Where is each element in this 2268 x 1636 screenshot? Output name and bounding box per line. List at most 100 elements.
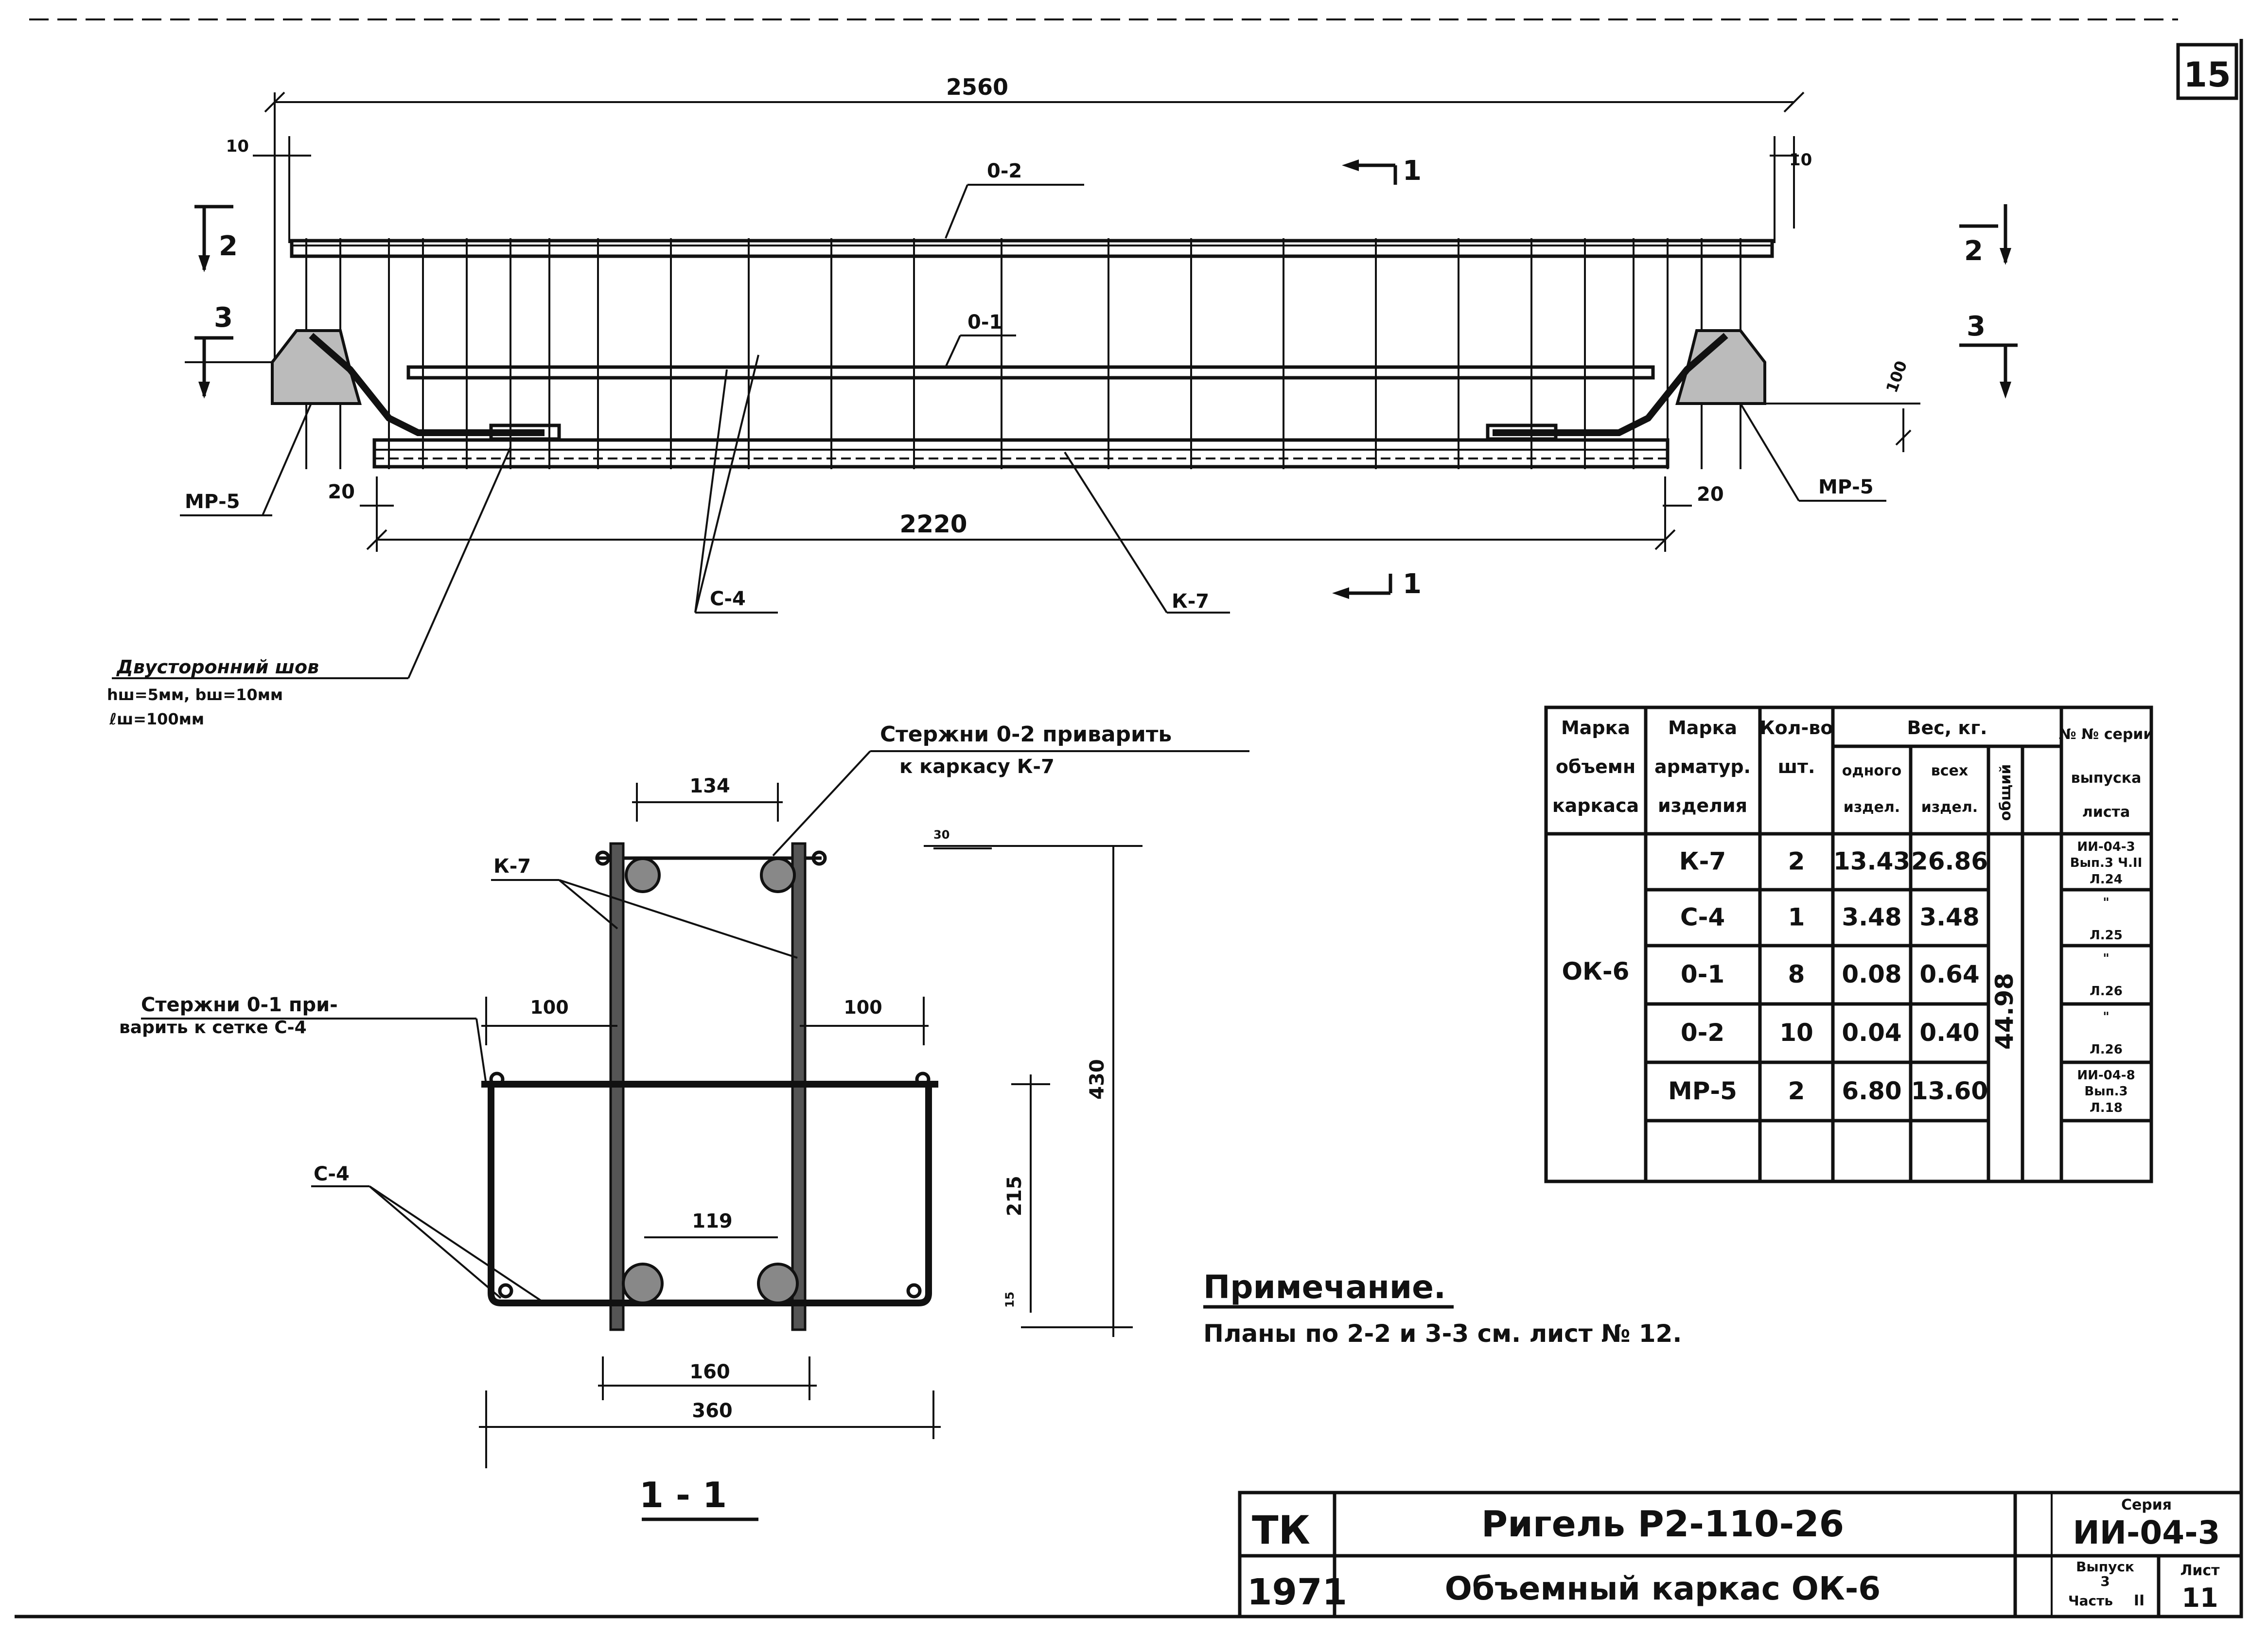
drawing-note: Примечание. Планы по 2-2 и 3-3 см. лист … bbox=[1203, 1268, 1682, 1348]
svg-text:3: 3 bbox=[1967, 311, 1986, 342]
cell-qty: 10 bbox=[1779, 1019, 1813, 1047]
series-value: ИИ-04-3 bbox=[2073, 1514, 2220, 1551]
section-marker-2-right: 2 bbox=[1959, 204, 2011, 267]
cell-total-weight: 44.98 bbox=[1990, 973, 2019, 1050]
section-label-k7: К-7 bbox=[493, 855, 531, 878]
cell-weight-all: 26.86 bbox=[1911, 847, 1988, 876]
th-weight-one-1: одного bbox=[1842, 762, 1901, 779]
th-weight-total: общий bbox=[1997, 764, 2014, 821]
cell-rebar-mark: С-4 bbox=[1680, 903, 1725, 932]
svg-text:1: 1 bbox=[1403, 155, 1422, 187]
label-mp5-left: МР-5 bbox=[185, 491, 240, 513]
rebar-bottom-left bbox=[622, 1263, 664, 1304]
th-reference-1: № № серии bbox=[2059, 726, 2154, 743]
cell-weight-all: 3.48 bbox=[1919, 903, 1979, 932]
cell-weight-one: 0.04 bbox=[1842, 1019, 1901, 1047]
cell-qty: 2 bbox=[1788, 1077, 1805, 1105]
th-rebar-mark-2: арматур. bbox=[1654, 756, 1751, 777]
cell-reference: " bbox=[2103, 896, 2110, 910]
cell-reference: ИИ-04-3 bbox=[2077, 840, 2135, 854]
cell-reference: Л.25 bbox=[2090, 928, 2123, 943]
rebar-top-right bbox=[760, 857, 796, 893]
sheet-frame: 15 bbox=[15, 18, 2243, 1618]
cell-reference: Вып.3 Ч.II bbox=[2070, 856, 2143, 870]
cell-reference: ИИ-04-8 bbox=[2077, 1068, 2135, 1083]
label-mesh-c4: С-4 bbox=[710, 588, 746, 610]
section-1-1: Стержни 0-2 приварить к каркасу К-7 Стер… bbox=[119, 722, 1249, 1521]
dim-small-bottom: 15 bbox=[1003, 1292, 1017, 1308]
dim-360: 360 bbox=[692, 1400, 733, 1422]
issue-label: Выпуск bbox=[2076, 1559, 2134, 1575]
dim-small-top: 30 bbox=[933, 828, 949, 842]
cell-weight-all: 0.64 bbox=[1919, 960, 1979, 988]
title-year: 1971 bbox=[1247, 1571, 1347, 1613]
section-label-c4: С-4 bbox=[314, 1163, 350, 1185]
cell-rebar-mark: 0-1 bbox=[1681, 960, 1724, 988]
section-marker-3-right: 3 bbox=[1959, 311, 2018, 399]
section-title: 1 - 1 bbox=[639, 1475, 727, 1515]
cell-weight-one: 6.80 bbox=[1842, 1077, 1901, 1105]
svg-text:1: 1 bbox=[1403, 568, 1422, 600]
weld-note-size: hш=5мм, bш=10мм bbox=[107, 686, 283, 704]
svg-text:3: 3 bbox=[214, 302, 233, 334]
th-weight-all-2: издел. bbox=[1921, 799, 1978, 816]
dim-total-length: 2560 bbox=[946, 74, 1008, 100]
note-weld-o2-line1: Стержни 0-2 приварить bbox=[880, 722, 1172, 747]
title-org: ТК bbox=[1252, 1508, 1310, 1553]
series-label: Серия bbox=[2121, 1496, 2172, 1513]
section-marker-1-bottom: 1 bbox=[1332, 568, 1422, 600]
title-block: ТК 1971 Ригель Р2-110-26 Объемный каркас… bbox=[1238, 1491, 2243, 1618]
label-frame-k7: К-7 bbox=[1172, 590, 1209, 613]
specification-table: Марка объемн каркаса Марка арматур. изде… bbox=[1544, 705, 2154, 1183]
dim-215: 215 bbox=[1003, 1176, 1026, 1216]
cell-frame-mark: ОК-6 bbox=[1562, 957, 1630, 985]
cell-weight-all: 13.60 bbox=[1911, 1077, 1988, 1105]
note-text: Планы по 2-2 и 3-3 см. лист № 12. bbox=[1203, 1319, 1682, 1348]
cell-qty: 2 bbox=[1788, 847, 1805, 876]
drawing-subtitle: Объемный каркас ОК-6 bbox=[1445, 1570, 1881, 1607]
dim-right-offset: 10 bbox=[1789, 150, 1812, 170]
cell-rebar-mark: К-7 bbox=[1679, 847, 1726, 876]
note-weld-o1-line2: варить к сетке С-4 bbox=[119, 1018, 307, 1038]
part-value: II bbox=[2134, 1592, 2145, 1609]
svg-text:2: 2 bbox=[1964, 235, 1983, 267]
th-frame-mark-1: Марка bbox=[1561, 717, 1630, 739]
elevation-view: 2560 10 10 2 2 20 bbox=[180, 74, 2018, 614]
issue-value: 3 bbox=[2100, 1573, 2110, 1589]
th-reference-2: выпуска bbox=[2071, 770, 2142, 787]
weld-note-length: ℓш=100мм bbox=[109, 710, 204, 728]
cell-reference: Вып.3 bbox=[2084, 1084, 2127, 1099]
dim-100-right: 100 bbox=[844, 997, 882, 1018]
cell-reference: Л.26 bbox=[2090, 984, 2123, 999]
part-label: Часть bbox=[2068, 1593, 2113, 1609]
weld-note: Двусторонний шов hш=5мм, bш=10мм ℓш=100м… bbox=[107, 447, 511, 728]
th-frame-mark-3: каркаса bbox=[1552, 795, 1639, 816]
dim-430: 430 bbox=[1086, 1059, 1108, 1100]
dim-134: 134 bbox=[689, 775, 730, 797]
sheet-value: 11 bbox=[2181, 1583, 2218, 1613]
section-marker-2-left: 2 bbox=[194, 205, 238, 272]
cell-qty: 8 bbox=[1788, 960, 1805, 988]
th-qty-1: Кол-во bbox=[1760, 717, 1833, 739]
label-mp5-right: МР-5 bbox=[1818, 476, 1874, 498]
cell-rebar-mark: 0-2 bbox=[1681, 1019, 1724, 1047]
note-weld-o1-line1: Стержни 0-1 при- bbox=[141, 994, 338, 1016]
label-bar-o2: 0-2 bbox=[987, 160, 1022, 182]
cell-weight-one: 13.43 bbox=[1833, 847, 1910, 876]
svg-text:2: 2 bbox=[219, 230, 238, 262]
th-rebar-mark-3: изделия bbox=[1658, 795, 1747, 816]
sheet-label: Лист bbox=[2180, 1562, 2220, 1579]
dim-height-right: 100 bbox=[1882, 358, 1911, 395]
dim-right-gap: 20 bbox=[1697, 483, 1724, 506]
dim-left-offset: 10 bbox=[226, 137, 249, 156]
rebar-top-left bbox=[625, 857, 661, 893]
dim-119: 119 bbox=[692, 1210, 733, 1232]
label-bar-o1: 0-1 bbox=[967, 311, 1002, 334]
th-qty-2: шт. bbox=[1778, 756, 1815, 777]
th-rebar-mark-1: Марка bbox=[1668, 717, 1737, 739]
cell-reference: " bbox=[2103, 951, 2110, 966]
cell-weight-all: 0.40 bbox=[1919, 1019, 1979, 1047]
cell-reference: Л.24 bbox=[2090, 872, 2123, 887]
